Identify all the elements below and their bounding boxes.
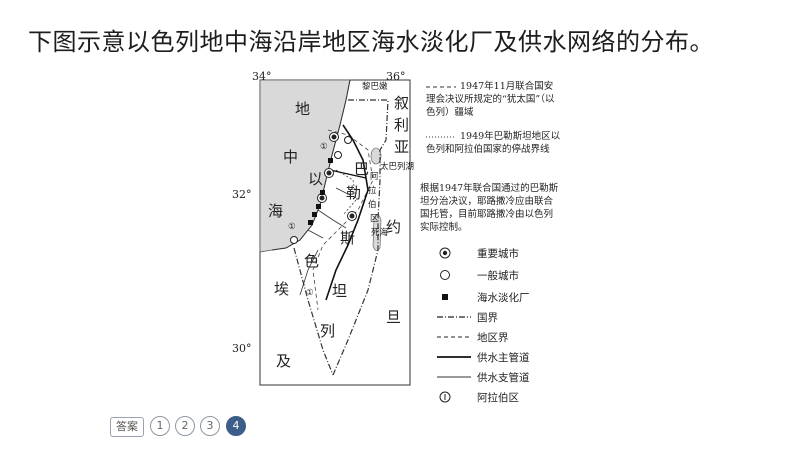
dash-line-icon: [426, 86, 456, 88]
sea-label-1: 地: [295, 100, 311, 118]
desalination-plant-icon: [442, 294, 448, 300]
sea-label-3: 海: [268, 202, 284, 220]
note-3: 根据1947年联合国通过的巴勒斯坦分治决议，耶路撒冷应由联合国托管，目前耶路撒冷…: [420, 183, 559, 233]
jordan-label-2: 旦: [386, 308, 402, 326]
sea-label-2: 中: [283, 148, 299, 166]
arab-area-marker-3: ①: [306, 288, 314, 298]
legend-city: 一般城市: [437, 267, 567, 283]
map-figure: 34° 36° 32° 30° 地 中 海 黎巴嫩 叙 利 亚 太巴列湖 巴 勒…: [228, 70, 563, 410]
branch-pipe-icon: [437, 376, 471, 378]
jordan-label-1: 约: [386, 218, 402, 236]
important-city-icon: [439, 247, 451, 259]
pal-label-1: 巴: [354, 160, 370, 178]
arab-zone-icon: [439, 391, 451, 403]
city-icon: [440, 270, 450, 280]
syria-label-2: 利: [394, 116, 410, 134]
page-button-3[interactable]: 3: [200, 416, 220, 436]
egypt-label-2: 及: [276, 352, 292, 370]
lat30-label: 30°: [232, 342, 252, 355]
arab-area-marker-2: ①: [288, 222, 296, 232]
lon36-label: 36°: [386, 70, 406, 83]
legend-branch-pipe: 供水支管道: [437, 369, 567, 385]
lat32-label: 32°: [232, 188, 252, 201]
national-border-icon: [437, 316, 471, 318]
question-stem: 下图示意以色列地中海沿岸地区海水淡化厂及供水网络的分布。: [28, 28, 714, 56]
dotted-line-icon: [426, 136, 456, 138]
page-button-4[interactable]: 4: [226, 416, 246, 436]
legend-main-pipe: 供水主管道: [437, 349, 567, 365]
syria-label-3: 亚: [394, 138, 410, 156]
legend-regional-border: 地区界: [437, 329, 567, 345]
pal-label-3: 斯: [340, 229, 356, 247]
legend-national-border: 国界: [437, 309, 567, 325]
syria-label-1: 叙: [394, 94, 410, 112]
arab-label-4: 区: [370, 214, 379, 224]
note-2: 1949年巴勒斯坦地区以色列和阿拉伯国家的停战界线: [426, 131, 561, 155]
pal-label-2: 勒: [346, 184, 362, 202]
israel-label-3: 列: [320, 322, 336, 340]
arab-area-marker-1: ①: [320, 142, 328, 152]
legend-arab-zone: 阿拉伯区: [437, 389, 567, 405]
arab-label-1: 阿: [370, 172, 379, 182]
lebanon-label: 黎巴嫩: [362, 82, 388, 92]
legend-desalination-plant: 海水淡化厂: [437, 289, 567, 305]
page-button-1[interactable]: 1: [150, 416, 170, 436]
note-1: 1947年11月联合国安理会决议所规定的“犹太国”（以色列）疆域: [426, 81, 555, 118]
arab-label-3: 伯: [368, 200, 377, 210]
dead-sea-label: 死海: [371, 228, 389, 238]
israel-map: [259, 79, 411, 386]
main-pipe-icon: [437, 356, 471, 358]
page-button-2[interactable]: 2: [175, 416, 195, 436]
lon34-label: 34°: [252, 70, 272, 83]
israel-label-1: 以: [308, 170, 324, 188]
israel-label-2: 色: [304, 252, 320, 270]
galilee-label: 太巴列湖: [380, 162, 415, 172]
arab-label-2: 拉: [368, 186, 377, 196]
regional-border-icon: [437, 336, 471, 338]
answer-button[interactable]: 答案: [110, 417, 144, 437]
legend-important-city: 重要城市: [437, 245, 567, 261]
pal-label-4: 坦: [332, 282, 348, 300]
egypt-label-1: 埃: [274, 280, 290, 298]
